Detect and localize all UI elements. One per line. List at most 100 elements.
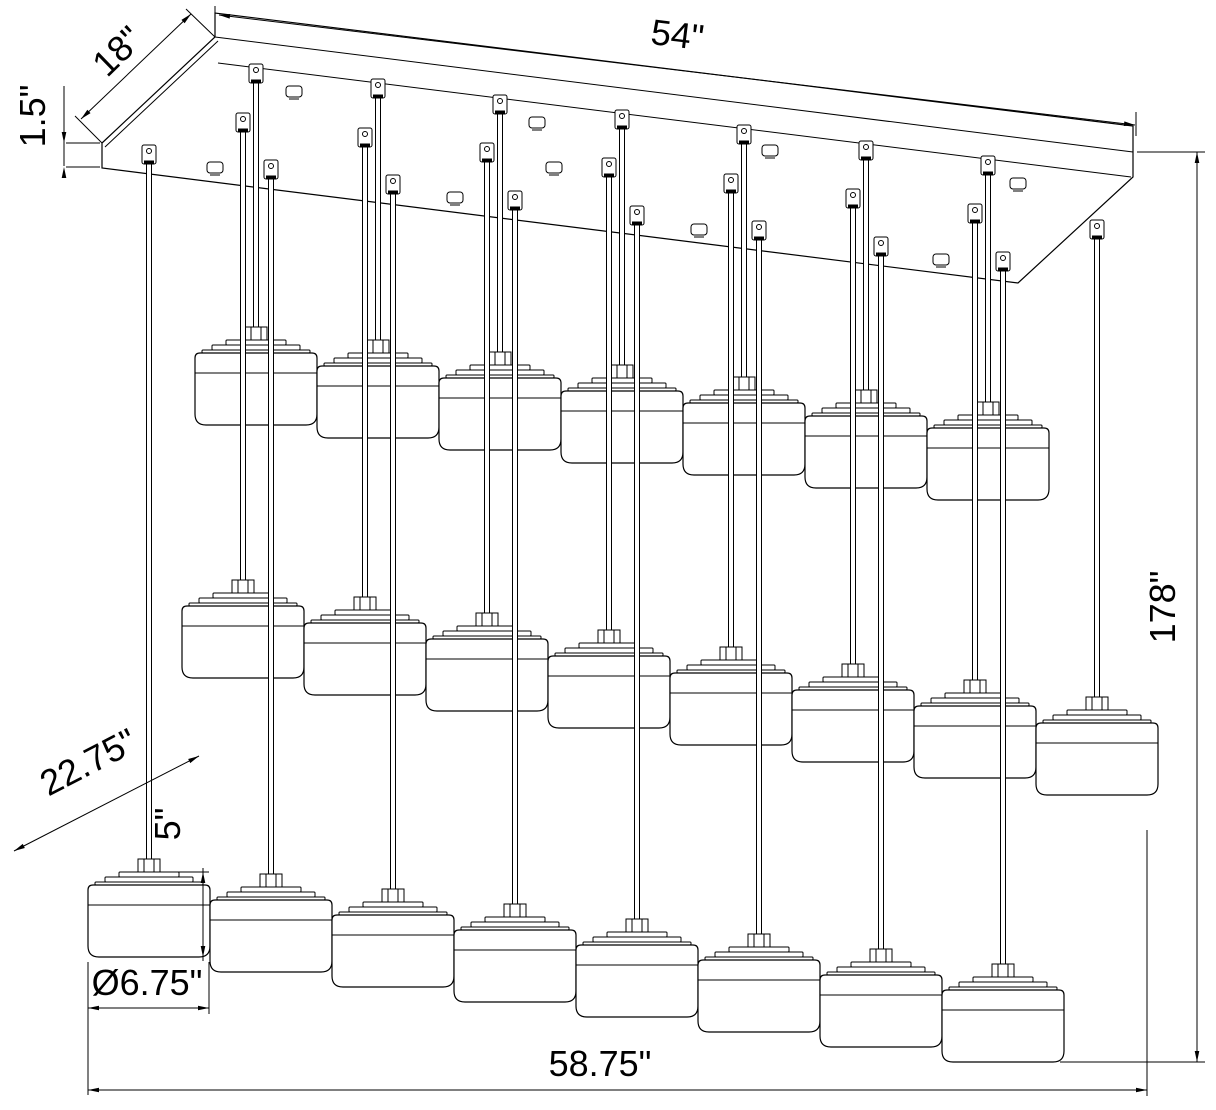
dimension-arrow (198, 1005, 209, 1011)
pendant-stem (244, 326, 268, 341)
gripper-screw (972, 207, 978, 213)
pendant-shade (575, 944, 699, 1018)
pendant-cap-step (470, 921, 560, 928)
gripper-screw (240, 116, 246, 122)
pendant-cap-step (211, 344, 301, 351)
dimension-arrow (88, 1005, 99, 1011)
gripper-screw (619, 113, 625, 119)
extension-line (74, 115, 103, 144)
pendant-cord (512, 207, 518, 905)
gripper-screw (741, 128, 747, 134)
gripper-clamp (726, 189, 736, 193)
gripper-screw (484, 146, 490, 152)
pendant-cap-step (348, 906, 438, 913)
pendant-cap-step (943, 419, 1033, 426)
pendant-shade (913, 705, 1037, 779)
pendant-cap-step (836, 966, 926, 973)
pendant-cap-step (362, 901, 424, 908)
gripper-clamp (848, 204, 858, 208)
gripper-clamp (266, 175, 276, 179)
gripper-screw (985, 159, 991, 165)
pendant-cap-step (591, 377, 653, 384)
pendant-shade (819, 974, 943, 1048)
canopy-edge (104, 40, 219, 148)
gripper-clamp (632, 221, 642, 225)
pendant-cap-step (578, 642, 640, 649)
pendant-shade (926, 427, 1050, 501)
gripper-clamp (970, 219, 980, 223)
dimension-label: 22.75" (33, 720, 143, 804)
dimension-line (13, 755, 200, 852)
pendant-cord (1094, 236, 1100, 698)
dimension-arrow (81, 109, 91, 119)
dimension-arrow (200, 946, 206, 957)
pendant-cord (1000, 268, 1006, 965)
pendant-cord (972, 220, 978, 681)
pendant-shade (941, 989, 1065, 1063)
pendant-cap-step (714, 951, 804, 958)
pendant-stem (747, 933, 771, 948)
pendant-cap-step (850, 961, 912, 968)
pendant-cap-step (455, 369, 545, 376)
gripper-clamp (617, 125, 627, 129)
pendant-stem (963, 679, 987, 694)
pendant-stem (137, 858, 161, 873)
canopy-knockout-hole (761, 144, 779, 157)
gripper-clamp (510, 206, 520, 210)
pendant-cap-step (944, 692, 1006, 699)
dimension-arrow (61, 167, 67, 178)
gripper-clamp (388, 190, 398, 194)
pendant-cord (362, 144, 368, 598)
gripper-clamp (144, 160, 154, 164)
pendant-stem (991, 963, 1015, 978)
gripper-clamp (754, 236, 764, 240)
pendant-stem (488, 351, 512, 366)
gripper-clamp (1092, 235, 1102, 239)
dimension-arrow (219, 14, 231, 19)
pendant-cap-step (104, 876, 194, 883)
pendant-shade (791, 689, 915, 763)
gripper-screw (634, 209, 640, 215)
canopy-edge (214, 36, 1134, 153)
dimension-arrow (88, 1087, 99, 1093)
pendant-cap-step (484, 916, 546, 923)
pendant-cap-step (347, 352, 409, 359)
pendant-stem (869, 948, 893, 963)
pendant-cord (728, 190, 734, 648)
pendant-cap-step (212, 592, 274, 599)
pendant-cap-step (118, 871, 180, 878)
pendant-shade (1035, 722, 1159, 796)
gripper-clamp (861, 156, 871, 160)
canopy-knockout-hole (206, 161, 224, 174)
dimension-label: 58.75" (549, 1043, 652, 1084)
gripper-screw (375, 82, 381, 88)
gripper-screw (146, 148, 152, 154)
pendant-shade (804, 415, 928, 489)
dimension-arrow (1194, 1051, 1200, 1062)
dimension-arrow (188, 756, 199, 764)
dimension-label: 178" (1142, 571, 1183, 644)
gripper-clamp (495, 110, 505, 114)
canopy-knockout-hole (528, 116, 546, 129)
pendant-stem (597, 629, 621, 644)
dimension-arrow (200, 872, 206, 883)
pendant-cord (375, 95, 381, 341)
pendant-cord (390, 191, 396, 890)
pendant-stem (231, 579, 255, 594)
pendant-cord (619, 126, 625, 366)
pendant-cord (497, 111, 503, 353)
gripper-clamp (876, 252, 886, 256)
gripper-screw (497, 98, 503, 104)
pendant-shade (669, 672, 793, 746)
gripper-screw (606, 161, 612, 167)
gripper-screw (512, 194, 518, 200)
pendant-cap-step (699, 394, 789, 401)
pendant-stem (854, 389, 878, 404)
dimension-arrow (14, 843, 25, 851)
pendant-shade (547, 655, 671, 729)
pendant-shade (331, 914, 455, 988)
pendant-stem (625, 918, 649, 933)
pendant-shade (194, 352, 318, 426)
pendant-stem (259, 873, 283, 888)
